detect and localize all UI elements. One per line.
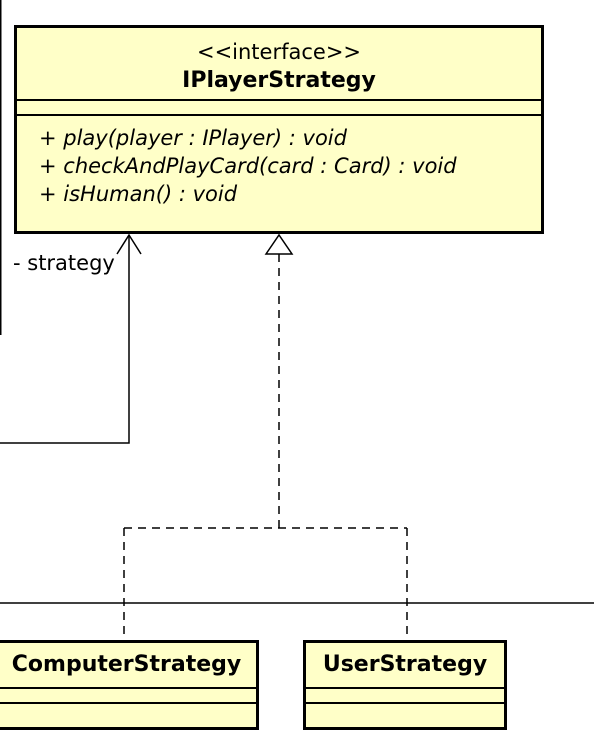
- realization-triangle-head: [264, 233, 294, 255]
- interface-stereotype: <<interface>>: [196, 40, 362, 64]
- interface-iplayerstrategy[interactable]: <<interface>> IPlayerStrategy + play(pla…: [14, 25, 544, 234]
- class-userstrategy[interactable]: UserStrategy: [303, 640, 507, 730]
- interface-name: IPlayerStrategy: [182, 68, 376, 93]
- method-ishuman: + isHuman() : void: [39, 182, 238, 206]
- association-role-label: - strategy: [13, 251, 115, 275]
- class-computerstrategy[interactable]: ComputerStrategy: [0, 640, 259, 730]
- user-attributes-divider: [306, 687, 504, 689]
- class-name-userstrategy: UserStrategy: [322, 652, 488, 677]
- method-checkandplaycard: + checkAndPlayCard(card : Card) : void: [39, 154, 457, 178]
- method-list: + play(player : IPlayer) : void + checkA…: [39, 124, 457, 208]
- method-play: + play(player : IPlayer) : void: [39, 126, 347, 150]
- association-arrowhead: [116, 233, 142, 255]
- methods-divider: [17, 114, 541, 116]
- attributes-divider: [17, 99, 541, 101]
- class-name-computerstrategy: ComputerStrategy: [11, 652, 242, 677]
- computer-attributes-divider: [0, 687, 256, 689]
- computer-methods-divider: [0, 702, 256, 704]
- user-methods-divider: [306, 702, 504, 704]
- association-line: [0, 235, 130, 444]
